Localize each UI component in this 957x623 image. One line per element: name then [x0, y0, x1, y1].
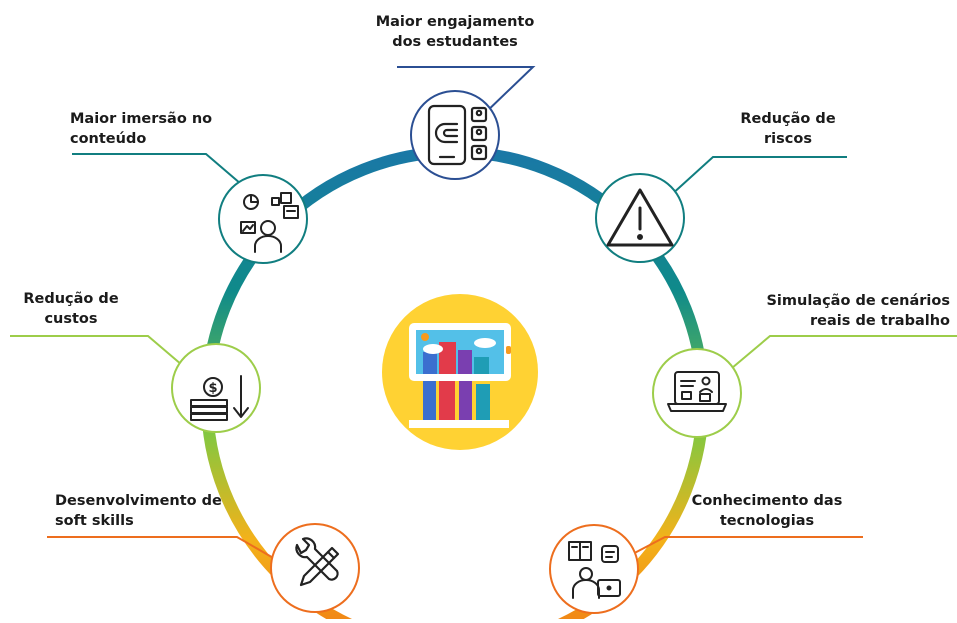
label-custos-line1: Redução de	[23, 291, 119, 307]
label-softskills-line2: soft skills	[55, 513, 134, 529]
leader-line-imersao	[72, 153, 249, 191]
leader-line-engajamento	[397, 66, 536, 116]
tools-icon	[295, 537, 340, 587]
node-imersao	[218, 174, 308, 264]
node-softskills	[270, 523, 360, 613]
leader-line-softskills	[47, 536, 283, 564]
leader-line-custos	[10, 335, 183, 366]
leader-line-simulacao	[731, 335, 957, 369]
label-riscos-line2: riscos	[764, 131, 812, 147]
label-engajamento: Maior engajamento dos estudantes	[375, 12, 535, 52]
magnet-engagement-icon	[427, 104, 488, 166]
label-simulacao-line2: reais de trabalho	[810, 313, 950, 329]
person-learning-icon	[568, 541, 621, 599]
cost-reduction-icon	[190, 375, 249, 421]
label-tecnologias: Conhecimento das tecnologias	[684, 491, 850, 531]
node-custos	[171, 343, 261, 433]
label-imersao: Maior imersão no conteúdo	[70, 109, 240, 149]
immersion-content-icon	[240, 192, 299, 253]
label-simulacao: Simulação de cenários reais de trabalho	[740, 291, 950, 331]
label-riscos-line1: Redução de	[740, 111, 836, 127]
label-tecnologias-line2: tecnologias	[719, 513, 815, 529]
leader-line-riscos	[669, 156, 847, 197]
label-simulacao-line1: Simulação de cenários	[766, 293, 950, 309]
label-engajamento-line2: dos estudantes	[392, 34, 518, 50]
city-mobile-app-icon	[382, 294, 538, 450]
label-softskills: Desenvolvimento de soft skills	[55, 491, 235, 531]
label-custos-line2: custos	[44, 311, 98, 327]
label-engajamento-line1: Maior engajamento	[375, 14, 535, 30]
dollar-sign: $	[208, 381, 217, 396]
label-softskills-line1: Desenvolvimento de	[55, 493, 222, 509]
warning-icon	[606, 188, 674, 247]
node-tecnologias	[549, 524, 639, 614]
label-tecnologias-line1: Conhecimento das	[691, 493, 843, 509]
label-riscos: Redução de riscos	[718, 109, 858, 149]
node-simulacao	[652, 348, 742, 438]
laptop-simulation-icon	[667, 371, 727, 412]
label-imersao-line2: conteúdo	[70, 131, 147, 147]
label-custos: Redução de custos	[15, 289, 127, 329]
leader-line-tecnologias	[624, 536, 863, 559]
label-imersao-line1: Maior imersão no	[70, 111, 213, 127]
